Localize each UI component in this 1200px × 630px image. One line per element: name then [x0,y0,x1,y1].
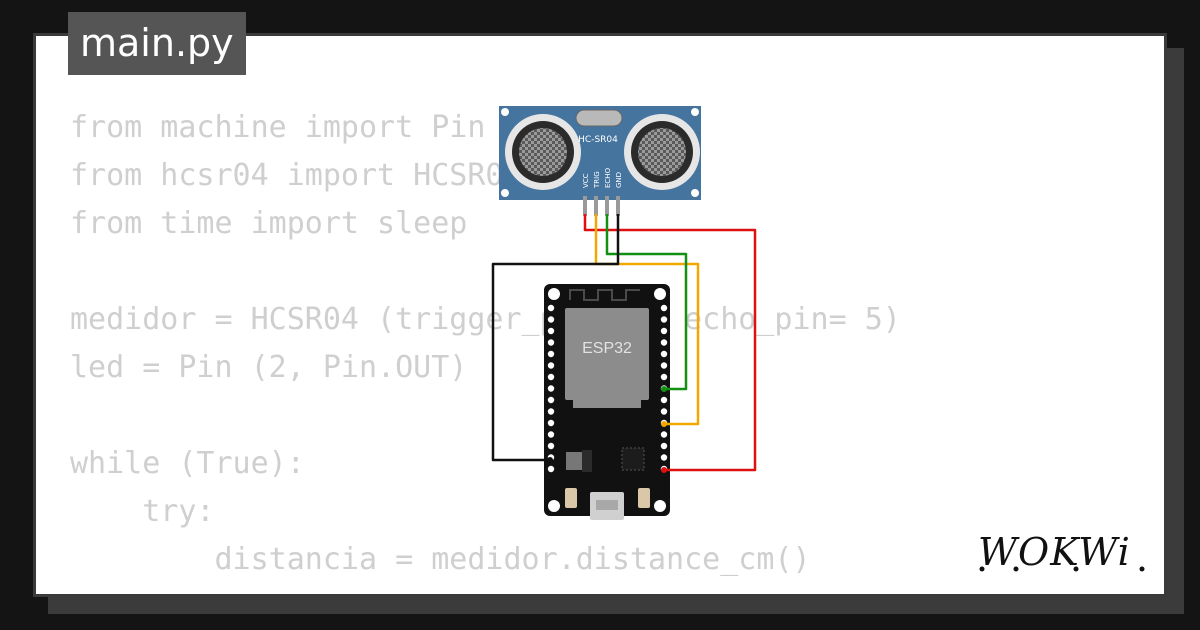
pin-hole [660,408,668,415]
code-line: try: [70,494,215,529]
code-line: led = Pin (2, Pin.OUT) [70,350,468,385]
esp32-left-pin-header [547,304,555,473]
pin-hole [660,304,668,312]
code-line: print("Distancia: ", distancia) [70,584,901,594]
pin-hole [547,304,555,312]
pin-hole [660,396,668,404]
pin-label-vcc: VCC [582,173,590,188]
pin-hole [547,362,555,369]
pin-hole [547,431,555,438]
esp32-module [565,308,649,400]
esp32-board[interactable]: ESP32 [544,284,670,520]
boot-button[interactable] [638,488,650,508]
pin-hole [547,327,555,335]
pin-label-echo: ECHO [604,167,612,188]
pin-hole [547,465,555,473]
sensor-label: HC-SR04 [578,135,618,145]
pin-hole [547,316,555,323]
code-line: from time import sleep [70,206,468,241]
wire-trig[interactable] [594,214,700,426]
pin-hole [660,316,668,323]
esp32-label: ESP32 [582,340,632,357]
pin-hole [547,442,555,450]
crystal [575,109,623,127]
code-line: from machine import Pin [70,110,486,145]
voltage-regulator [566,452,582,470]
pin-hole [660,442,668,450]
hc-sr04-sensor[interactable]: HC-SR04 VCC TRIG ECHO GND [499,106,701,216]
pin-label-trig: TRIG [593,171,601,189]
wokwi-logo: WOKWi [978,530,1145,574]
pin-hole [547,350,555,358]
wire-vcc[interactable] [583,214,757,472]
code-line: distancia = medidor.distance_cm() [70,542,811,577]
pin-hole [660,327,668,335]
wokwi-logo-text: WOKWi [978,530,1131,574]
pin-hole [547,408,555,415]
wire-echo[interactable] [605,214,688,391]
pin-hole [660,339,668,346]
pin-hole [660,431,668,438]
file-tab[interactable]: main.py [68,12,246,75]
pin-hole [660,454,668,461]
pin-label-gnd: GND [615,172,623,188]
pin-hole [660,350,668,358]
pin-hole [660,362,668,369]
code-line: while (True): [70,446,305,481]
pin-hole [547,396,555,404]
pin-hole [547,339,555,346]
pin-hole [547,385,555,392]
usb-uart-chip [621,447,645,471]
pin-hole [547,419,555,427]
pin-hole [547,373,555,381]
wire-gnd[interactable] [491,214,620,462]
pin-hole [660,373,668,381]
en-button[interactable] [565,488,577,508]
